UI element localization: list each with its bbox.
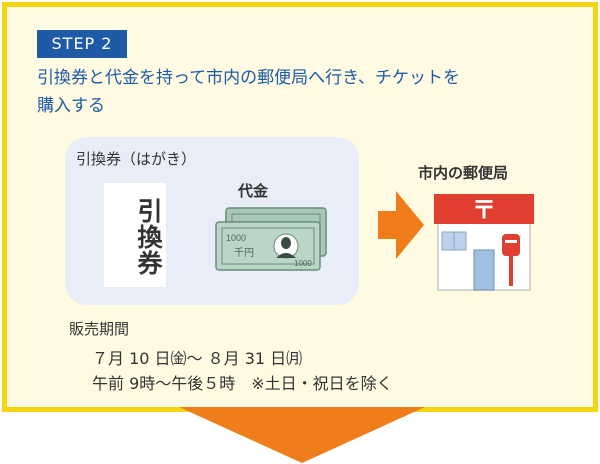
arrow-right-icon	[378, 191, 424, 259]
instruction-line-2: 購入する	[37, 96, 105, 116]
postcard-illustration: 引換券	[104, 183, 166, 287]
postoffice-label: 市内の郵便局	[418, 164, 509, 182]
banknote-icon: 1000 千円 1000	[215, 207, 327, 271]
bill-number-right: 1000	[294, 259, 312, 268]
bill-number-left: 1000	[226, 233, 246, 243]
instruction-text: 引換券と代金を持って市内の郵便局へ行き、チケットを 購入する	[37, 64, 557, 120]
banknote-front: 1000 千円 1000	[215, 221, 321, 271]
sales-hours: 午前 9時～午後５時 ※土日・祝日を除く	[92, 374, 393, 393]
instruction-line-1: 引換券と代金を持って市内の郵便局へ行き、チケットを	[37, 68, 460, 88]
postcard-text: 引換券	[134, 198, 163, 276]
payment-label: 代金	[238, 182, 269, 200]
post-office-icon: 〒	[434, 194, 534, 291]
sales-period-title: 販売期間	[69, 320, 130, 338]
ticket-label: 引換券（はがき）	[76, 150, 197, 168]
bill-small-text: 千円	[234, 247, 254, 259]
sales-period-dates: ７月 10 日㈮～ ８月 31 日㈪	[92, 349, 303, 368]
svg-text:〒: 〒	[472, 196, 496, 224]
step-badge: STEP 2	[37, 30, 127, 58]
arrow-down-icon	[179, 407, 425, 463]
